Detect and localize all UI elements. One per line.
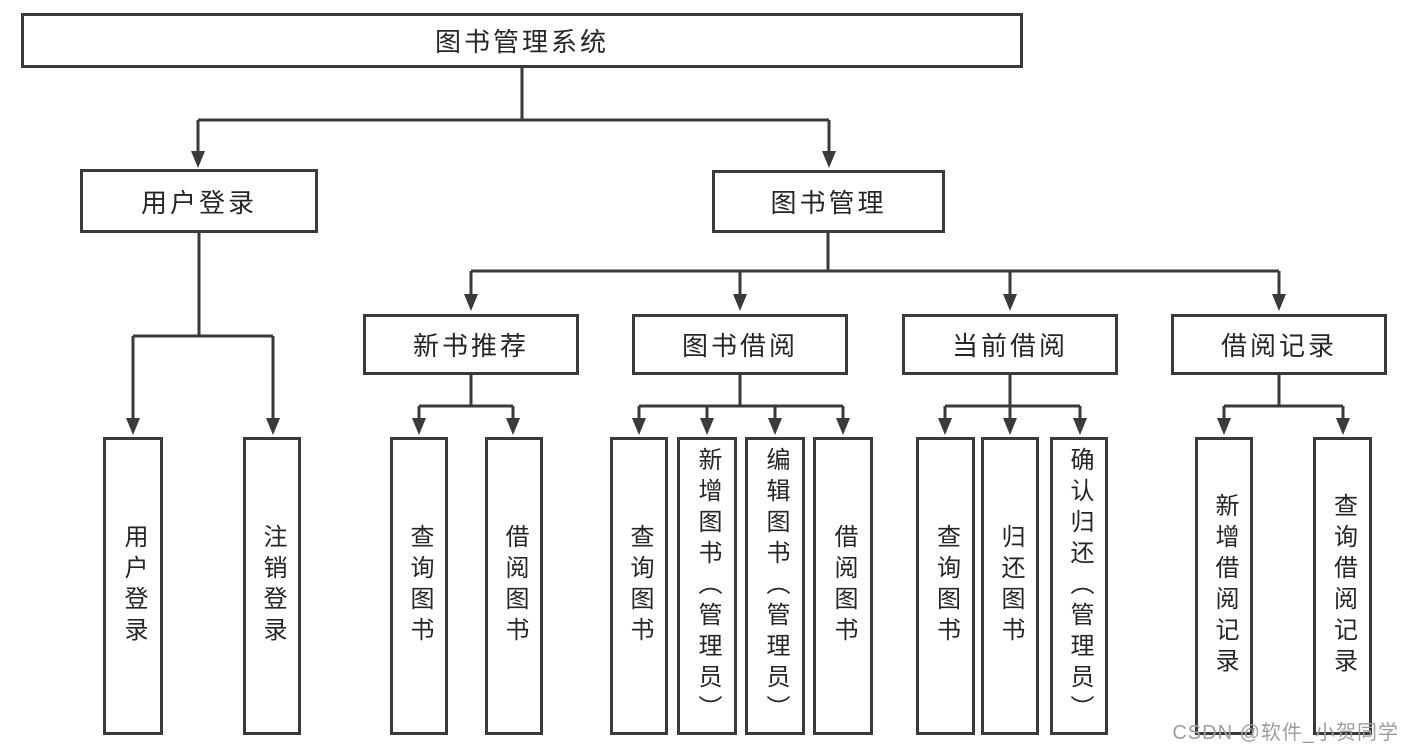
tree-edges xyxy=(131,68,1345,419)
leaf-edit-books-admin: 编辑图书（管理员） xyxy=(745,437,805,735)
node-library-system: 图书管理系统 xyxy=(21,13,1023,68)
node-book-borrowing-label: 图书借阅 xyxy=(681,331,798,361)
leaf-user-login: 用户登录 xyxy=(103,437,163,735)
node-book-management: 图书管理 xyxy=(712,170,945,233)
leaf-edit-books-admin-label: 编辑图书（管理员） xyxy=(762,446,789,726)
leaf-newbook-borrow-books: 借阅图书 xyxy=(485,437,543,735)
node-current-borrowing-label: 当前借阅 xyxy=(951,331,1068,361)
node-book-management-label: 图书管理 xyxy=(770,188,887,218)
leaf-logout-label: 注销登录 xyxy=(259,524,286,648)
csdn-watermark: CSDN @软件_小贺同学 xyxy=(1172,722,1399,744)
node-borrowing-records-label: 借阅记录 xyxy=(1220,331,1337,361)
node-borrowing-records: 借阅记录 xyxy=(1171,314,1387,375)
leaf-borrow-books: 借阅图书 xyxy=(813,437,873,735)
leaf-add-books-admin-label: 新增图书（管理员） xyxy=(694,446,721,726)
node-library-system-label: 图书管理系统 xyxy=(434,27,609,57)
node-new-book-recommend: 新书推荐 xyxy=(363,314,579,375)
node-user-login-label: 用户登录 xyxy=(140,187,257,218)
leaf-newbook-borrow-books-label: 借阅图书 xyxy=(501,524,528,648)
leaf-confirm-return-admin: 确认归还（管理员） xyxy=(1050,437,1108,735)
leaf-borrow-query-books: 查询图书 xyxy=(610,437,668,735)
leaf-user-login-label: 用户登录 xyxy=(120,524,147,648)
leaf-borrow-books-label: 借阅图书 xyxy=(830,524,857,648)
leaf-return-books-label: 归还图书 xyxy=(997,524,1024,648)
leaf-confirm-return-admin-label: 确认归还（管理员） xyxy=(1066,446,1093,726)
leaf-return-books: 归还图书 xyxy=(981,437,1039,735)
node-new-book-recommend-label: 新书推荐 xyxy=(412,331,529,361)
leaf-logout: 注销登录 xyxy=(243,437,301,735)
leaf-add-borrow-record: 新增借阅记录 xyxy=(1195,437,1253,735)
leaf-query-borrow-record: 查询借阅记录 xyxy=(1313,437,1372,735)
leaf-newbook-query-books: 查询图书 xyxy=(390,437,448,735)
leaf-current-query-books: 查询图书 xyxy=(916,437,975,735)
leaf-borrow-query-books-label: 查询图书 xyxy=(626,524,653,648)
node-user-login: 用户登录 xyxy=(80,169,318,233)
leaf-add-borrow-record-label: 新增借阅记录 xyxy=(1211,493,1238,679)
leaf-query-borrow-record-label: 查询借阅记录 xyxy=(1329,493,1357,679)
node-current-borrowing: 当前借阅 xyxy=(902,314,1118,375)
leaf-newbook-query-books-label: 查询图书 xyxy=(406,524,433,648)
node-book-borrowing: 图书借阅 xyxy=(632,314,848,375)
leaf-current-query-books-label: 查询图书 xyxy=(932,524,960,648)
leaf-add-books-admin: 新增图书（管理员） xyxy=(677,437,737,735)
